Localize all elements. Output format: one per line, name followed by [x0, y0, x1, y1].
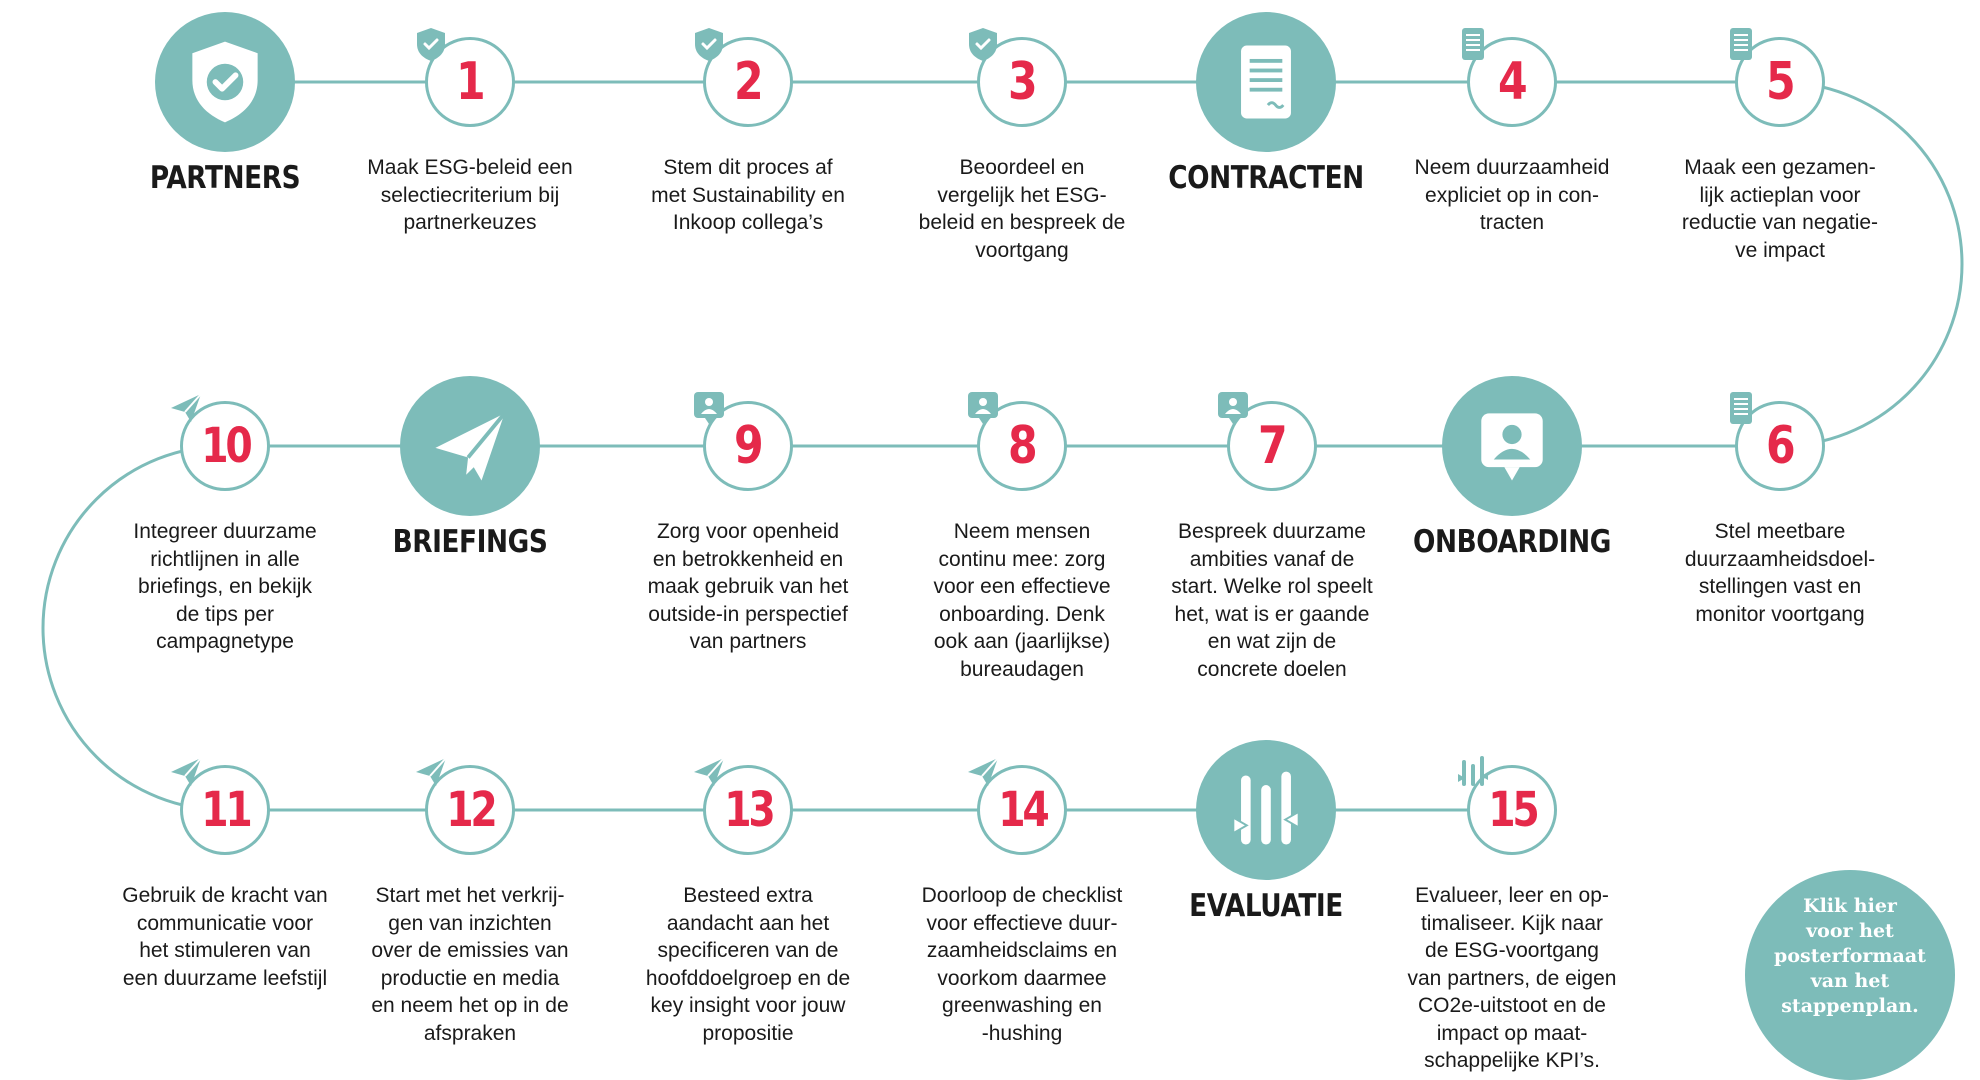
category-contracten-circle [1196, 12, 1336, 152]
sliders-icon [1232, 771, 1300, 845]
step-14-number: 14 [997, 782, 1049, 838]
step-9-text: Zorg voor openheid en betrokkenheid en m… [647, 520, 849, 653]
step-3-number: 3 [1008, 52, 1038, 112]
step-2-node: 2 [695, 28, 793, 127]
shield-check-icon [417, 28, 445, 61]
step-11-number: 11 [200, 782, 252, 838]
category-onboarding-label: ONBOARDING [1412, 524, 1612, 560]
sliders-icon [1458, 756, 1488, 786]
step-4-number: 4 [1498, 52, 1528, 112]
step-15-number: 15 [1487, 782, 1539, 838]
shield-check-icon [192, 41, 258, 123]
shield-check-icon [695, 28, 723, 61]
step-6-text: Stel meetbare duurzaamheidsdoel- stellin… [1684, 520, 1876, 626]
category-briefings-circle [400, 376, 540, 516]
category-partners-label: PARTNERS [149, 160, 301, 196]
step-9-number: 9 [734, 416, 764, 476]
document-icon [1730, 28, 1752, 60]
step-12-number: 12 [445, 782, 497, 838]
paper-plane-icon [171, 757, 202, 786]
person-chat-icon [1218, 392, 1248, 424]
step-12-node: 12 [416, 757, 515, 855]
step-9-node: 9 [694, 392, 793, 491]
step-15-text: Evalueer, leer en op- timaliseer. Kijk n… [1407, 884, 1617, 1072]
person-chat-icon [1481, 413, 1543, 481]
category-onboarding-circle [1442, 376, 1582, 516]
poster-format-link[interactable]: Klik hier voor het posterformaat van het… [1745, 870, 1955, 1080]
step-8-node: 8 [968, 392, 1067, 491]
paper-plane-icon [416, 757, 447, 786]
paper-plane-icon [435, 412, 507, 481]
category-evaluatie-circle [1196, 740, 1336, 880]
step-13-node: 13 [694, 757, 793, 855]
step-5-node: 5 [1730, 28, 1825, 127]
step-2-number: 2 [734, 52, 764, 112]
step-10-number: 10 [200, 418, 252, 474]
paper-plane-icon [694, 757, 725, 786]
step-10-node: 10 [171, 393, 270, 491]
step-8-number: 8 [1008, 416, 1038, 476]
step-7-node: 7 [1218, 392, 1317, 491]
shield-check-icon [969, 28, 997, 61]
document-icon [1241, 45, 1291, 119]
step-3-text: Beoordeel en vergelijk het ESG- beleid e… [918, 156, 1126, 262]
document-icon [1462, 28, 1484, 60]
document-icon [1730, 392, 1752, 424]
step-1-text: Maak ESG-beleid een selectiecriterium bi… [367, 156, 573, 234]
person-chat-icon [968, 392, 998, 424]
step-10-text: Integreer duurzame richtlijnen in alle b… [133, 520, 317, 653]
step-11-node: 11 [171, 757, 270, 855]
step-5-number: 5 [1766, 52, 1796, 112]
step-1-number: 1 [456, 52, 486, 112]
step-1-node: 1 [417, 28, 515, 127]
person-chat-icon [694, 392, 724, 424]
step-15-node: 15 [1458, 756, 1557, 855]
step-7-text: Bespreek duurzame ambities vanaf de star… [1171, 520, 1373, 681]
step-13-text: Besteed extra aandacht aan het specifice… [645, 884, 851, 1045]
category-partners-circle [155, 12, 295, 152]
step-3-node: 3 [969, 28, 1067, 127]
poster-format-link-label: Klik hier voor het posterformaat van het… [1774, 894, 1926, 1017]
step-5-text: Maak een gezamen- lijk actieplan voor re… [1681, 156, 1879, 262]
step-13-number: 13 [723, 782, 775, 838]
step-11-text: Gebruik de kracht van communicatie voor … [122, 884, 328, 990]
step-6-number: 6 [1766, 416, 1796, 476]
step-8-text: Neem mensen continu mee: zorg voor een e… [933, 520, 1111, 681]
step-14-node: 14 [968, 757, 1067, 855]
step-7-number: 7 [1258, 416, 1288, 476]
step-6-node: 6 [1730, 392, 1825, 491]
category-contracten-label: CONTRACTEN [1168, 160, 1364, 196]
paper-plane-icon [171, 393, 202, 422]
step-4-text: Neem duurzaamheid expliciet op in con- t… [1414, 156, 1610, 234]
step-2-text: Stem dit proces af met Sustainability en… [651, 156, 845, 234]
category-briefings-label: BRIEFINGS [392, 524, 548, 560]
step-4-node: 4 [1462, 28, 1557, 127]
category-evaluatie-label: EVALUATIE [1189, 888, 1343, 924]
step-14-text: Doorloop de checklist voor effectieve du… [921, 884, 1123, 1045]
step-12-text: Start met het verkrij- gen van inzichten… [371, 884, 569, 1045]
paper-plane-icon [968, 757, 999, 786]
